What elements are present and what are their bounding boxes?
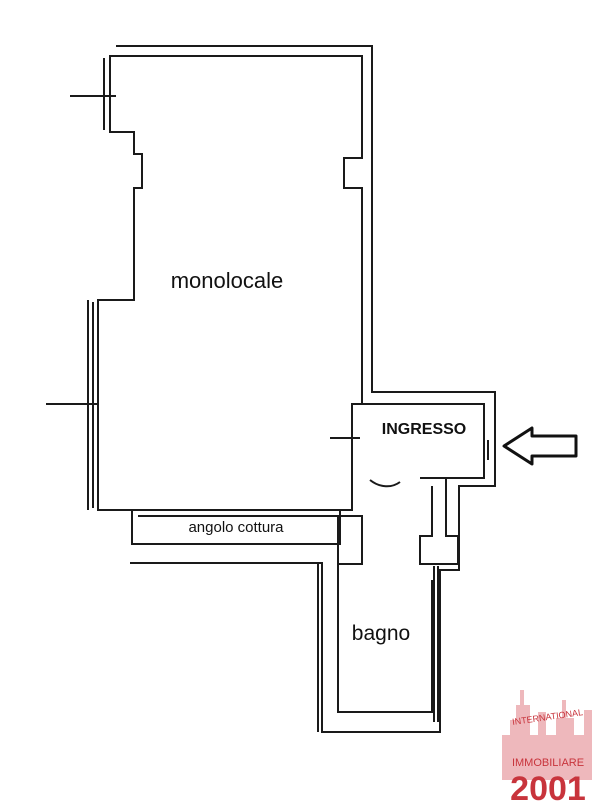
agency-logo: INTERNATIONAL IMMOBILIARE 2001 [502,690,592,808]
arrow-left-icon [502,426,578,466]
room-label-ingresso: INGRESSO [382,421,466,438]
room-label-angolo-cottura: angolo cottura [188,519,284,536]
lower-wall [130,562,319,732]
logo-immobiliare: IMMOBILIARE [512,757,584,769]
room-label-monolocale: monolocale [171,268,284,293]
logo-skyline [502,690,592,780]
bathroom-door-frame [419,477,459,565]
column-kitchen [337,515,363,565]
main-room-outer-wall [116,45,496,733]
door-swing [369,479,401,488]
walls [46,45,496,733]
room-label-bagno: bagno [352,622,410,645]
bathroom-inner-wall [337,564,433,713]
kitchen-counter [131,509,341,545]
logo-2001: 2001 [510,770,586,808]
entrance-inner-wall [358,403,485,479]
